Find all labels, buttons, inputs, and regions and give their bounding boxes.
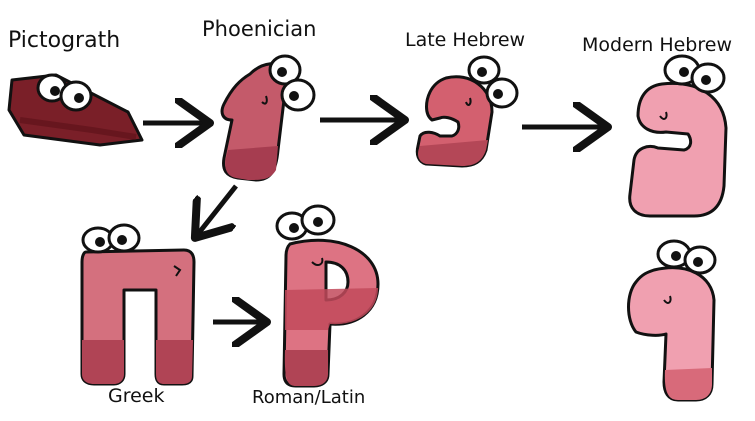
phoenician-character — [220, 54, 316, 182]
eyes-icon — [268, 54, 316, 112]
eyes-icon — [656, 239, 717, 275]
label-roman-latin: Roman/Latin — [252, 387, 366, 408]
label-greek: Greek — [108, 385, 165, 407]
greek-character — [80, 223, 196, 386]
eyes-icon — [81, 223, 141, 254]
arrow-down-left-icon — [198, 184, 238, 234]
modern-hebrew-character-top — [628, 54, 728, 218]
modern-hebrew-character-bottom — [627, 239, 717, 402]
pictograph-character — [7, 73, 144, 147]
label-phoenician: Phoenician — [202, 17, 317, 41]
eyes-icon — [36, 73, 93, 112]
eyes-icon — [663, 54, 726, 94]
label-pictograph: Pictograth — [8, 28, 121, 53]
late-hebrew-character — [415, 55, 519, 168]
label-late-hebrew: Late Hebrew — [405, 29, 526, 51]
roman-latin-character — [275, 204, 380, 388]
eyes-icon — [467, 55, 519, 109]
label-modern-hebrew: Modern Hebrew — [582, 34, 732, 56]
eyes-icon — [275, 204, 336, 241]
